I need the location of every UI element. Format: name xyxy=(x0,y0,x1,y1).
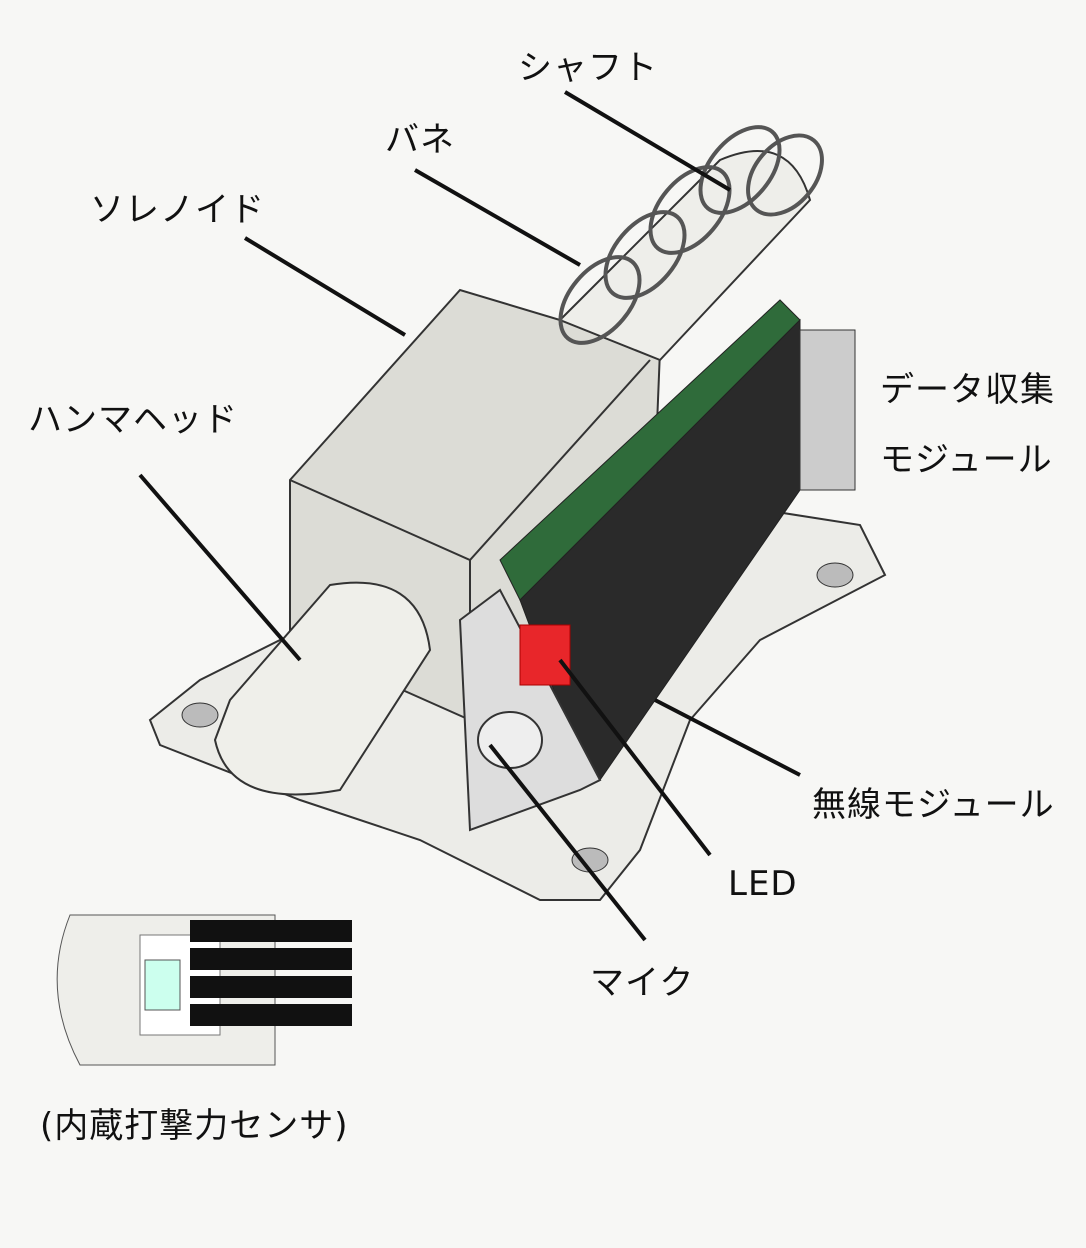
microphone xyxy=(477,711,543,769)
label-data-module-1: データ収集 xyxy=(880,370,1055,410)
label-spring: バネ xyxy=(385,120,455,160)
mount-hole xyxy=(181,702,219,728)
hammer-head xyxy=(213,581,432,796)
label-force-sensor: (内蔵打撃力センサ) xyxy=(40,1106,349,1146)
label-shaft: シャフト xyxy=(518,48,658,88)
leader-lines xyxy=(138,90,801,942)
label-data-module-2: モジュール xyxy=(880,440,1053,480)
led xyxy=(519,624,571,686)
force-sensor-inset xyxy=(56,914,352,1066)
label-mic: マイク xyxy=(590,963,695,1003)
wireless-module-pcb xyxy=(458,588,602,832)
label-hammer-head: ハンマヘッド xyxy=(28,400,238,440)
spring xyxy=(558,125,824,345)
connector xyxy=(799,329,856,491)
label-wireless-module: 無線モジュール xyxy=(812,785,1055,825)
label-led: LED xyxy=(728,864,798,904)
label-solenoid: ソレノイド xyxy=(90,190,265,230)
mount-hole xyxy=(816,562,854,588)
